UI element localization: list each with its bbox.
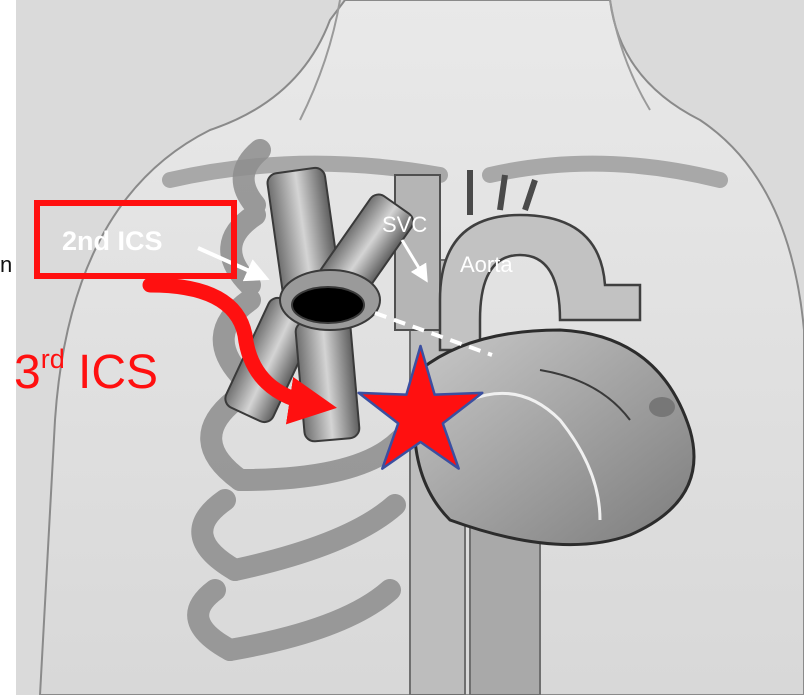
- svc-vessel: [395, 175, 440, 330]
- port-opening: [292, 287, 364, 323]
- label-svc: SVC: [382, 212, 427, 237]
- nipple: [649, 397, 675, 417]
- label-3rd-ics: 3rd ICS: [14, 344, 158, 399]
- label-2nd-ics: 2nd ICS: [62, 226, 163, 256]
- label-aorta: Aorta: [460, 252, 513, 277]
